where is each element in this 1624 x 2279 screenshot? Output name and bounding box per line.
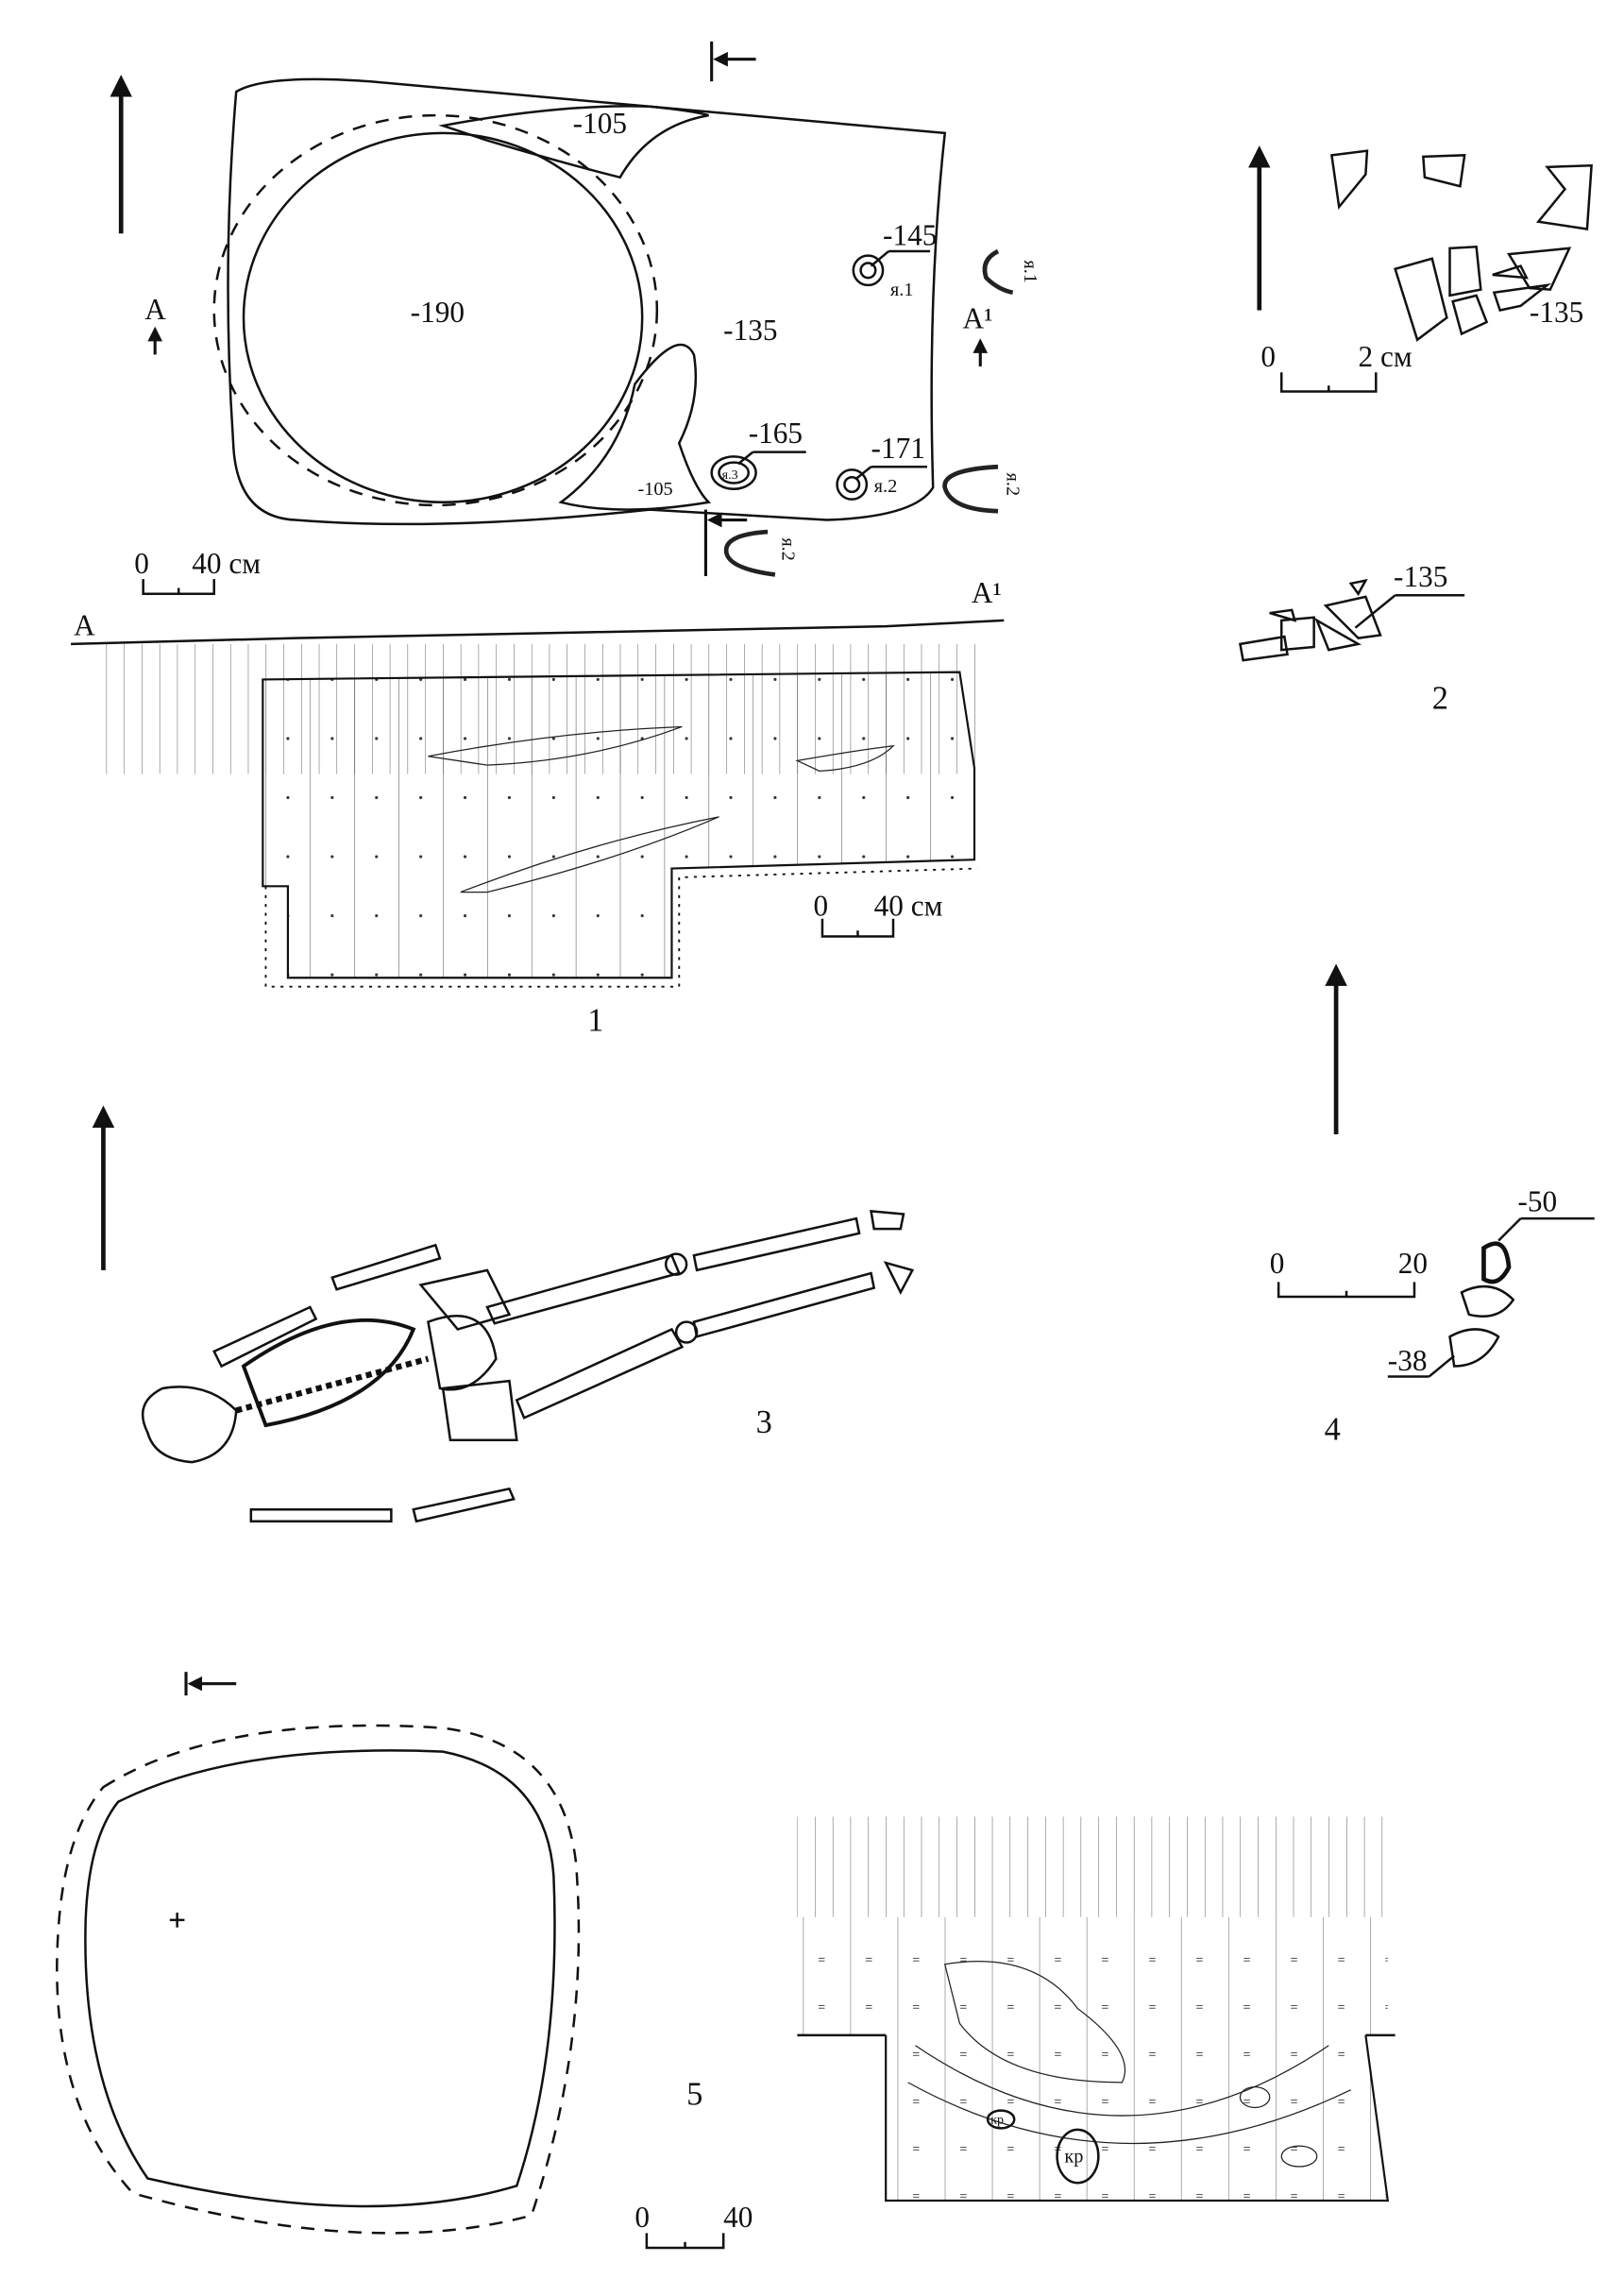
section-label-a1: А¹ (972, 576, 1002, 609)
svg-text:0: 0 (634, 2201, 650, 2234)
depth-label: -190 (411, 296, 465, 329)
figure-number: 1 (587, 1003, 603, 1039)
figure-number: 3 (756, 1404, 772, 1440)
svg-text:я.2: я.2 (1002, 473, 1023, 497)
svg-text:-165: -165 (749, 417, 803, 450)
pit-outline (84, 1749, 556, 2208)
section-label-a: А (74, 609, 95, 642)
find-cluster (1448, 1241, 1515, 1368)
post-profile-2: я.2 (942, 464, 1023, 514)
scale-bar: 0 40 см (814, 890, 943, 938)
svg-text:0: 0 (1270, 1247, 1285, 1280)
upper-step-outline (438, 105, 709, 179)
svg-text:0: 0 (814, 890, 829, 923)
svg-text:40 см: 40 см (192, 547, 261, 580)
depth-label: -38 (1388, 1344, 1428, 1377)
post-hole-2: -171 я.2 (836, 432, 927, 501)
svg-text:я.2: я.2 (778, 537, 799, 561)
section-label-kr: кр (1064, 2146, 1083, 2167)
scale-bar: 0 40 см (134, 547, 261, 595)
figure-5-section: кр кр (797, 1816, 1396, 2202)
section-label-a1: А¹ (962, 301, 992, 334)
svg-text:-171: -171 (871, 432, 925, 465)
fill-layer (262, 671, 976, 979)
figure-3: 3 (92, 1105, 915, 1523)
pottery-sherds-plan (1329, 149, 1593, 342)
figure-number: 4 (1325, 1412, 1341, 1448)
svg-text:20: 20 (1398, 1247, 1428, 1280)
figure-2: -135 0 2 см -135 2 (1238, 145, 1593, 717)
pit-outline (227, 77, 947, 526)
post-hole-3: -165 я.3 (710, 417, 806, 490)
depth-label: -50 (1517, 1184, 1557, 1217)
svg-text:я.2: я.2 (874, 476, 898, 497)
figure-number: 2 (1432, 681, 1448, 717)
central-pit (242, 131, 644, 504)
step-outline (558, 343, 712, 511)
scale-bar: 0 40 (634, 2201, 753, 2250)
figure-4: 0 20 -50 -38 4 (1270, 963, 1595, 1448)
post-profile-1: я.1 (982, 248, 1040, 296)
scale-bar: 0 20 (1270, 1247, 1428, 1299)
post-hole-1: -145 я.1 (852, 219, 937, 300)
svg-text:40 см: 40 см (874, 890, 943, 923)
svg-text:я.1: я.1 (890, 280, 914, 300)
post-profile-3: я.2 (723, 529, 799, 577)
svg-text:2 см: 2 см (1359, 340, 1413, 373)
depth-label: -105 (573, 107, 627, 140)
svg-text:0: 0 (134, 547, 149, 580)
figure-number: 5 (686, 2076, 702, 2112)
figure-1-plan: -105 -190 -135 -105 -145 я.1 -165 я.3 -1… (110, 41, 1040, 595)
svg-text:я.1: я.1 (1020, 260, 1040, 283)
depth-label: -135 (723, 314, 777, 347)
svg-text:0: 0 (1260, 340, 1276, 373)
svg-text:я.3: я.3 (722, 468, 738, 483)
pit-outline-dashed (56, 1724, 581, 2235)
svg-text:-145: -145 (883, 219, 937, 252)
scale-bar: 0 2 см (1260, 340, 1413, 393)
figure-1-section: А А¹ 0 40 см 1 (71, 576, 1005, 1039)
depth-label: -135 (1530, 296, 1583, 329)
skeleton-drawing (141, 1209, 915, 1523)
depth-label: -105 (637, 479, 672, 500)
depth-label: -135 (1394, 560, 1447, 593)
svg-text:40: 40 (723, 2201, 753, 2234)
pottery-sherds-section (1238, 578, 1382, 662)
section-label-kr: кр (990, 2113, 1004, 2128)
section-label-a: А (144, 293, 166, 326)
pit-edge-dashed (212, 113, 659, 507)
figure-5: 5 0 40 кр кр (56, 1672, 1396, 2250)
